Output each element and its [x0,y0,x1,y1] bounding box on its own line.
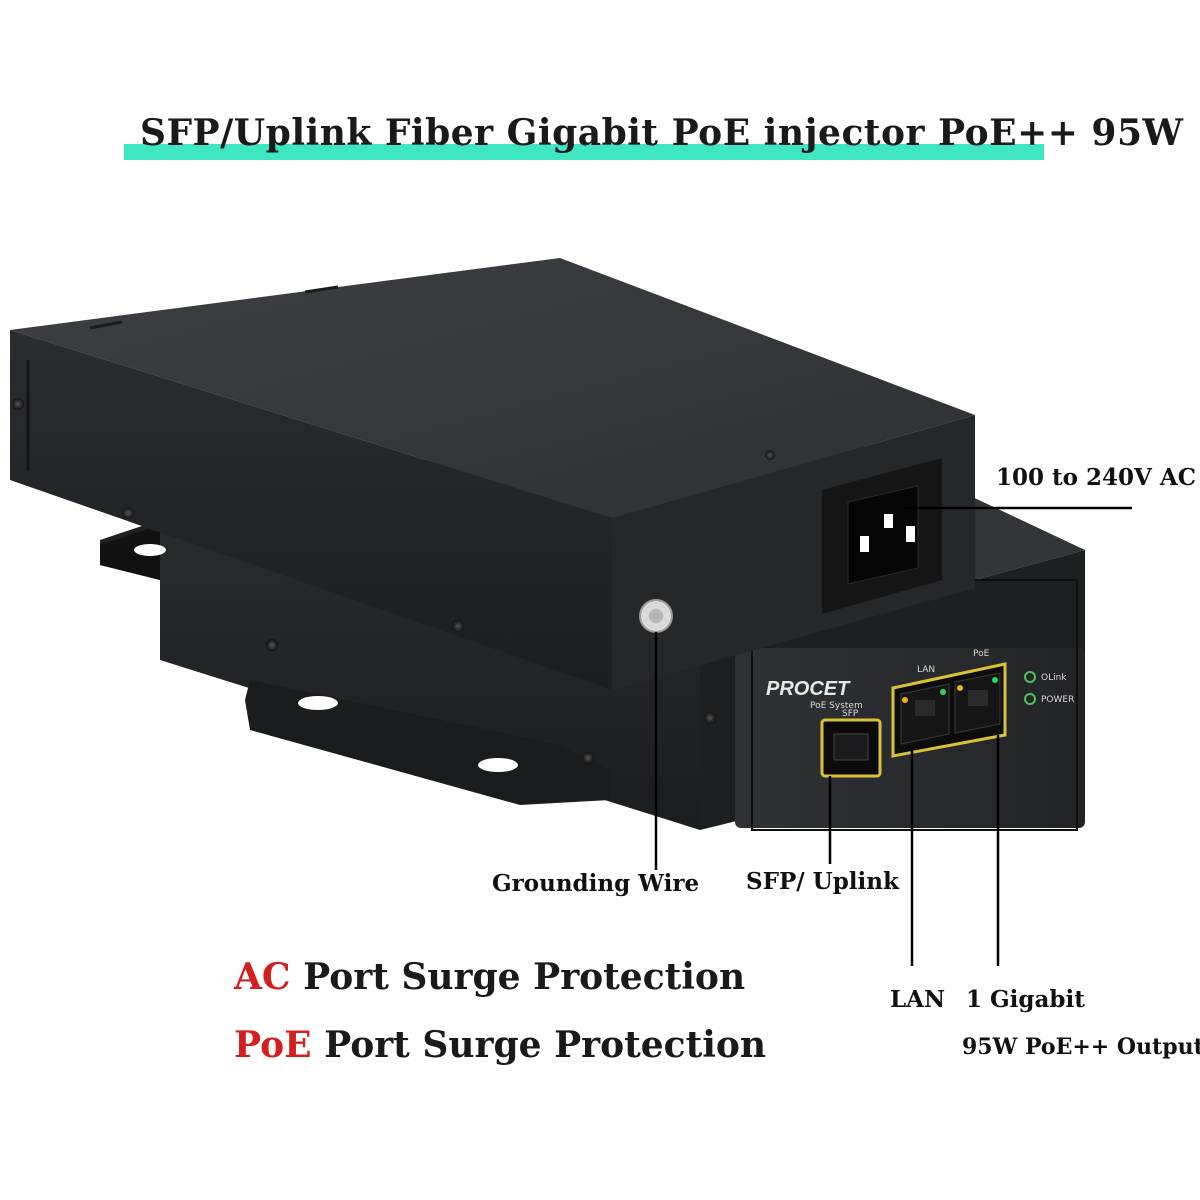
surge-text-ac: Port Surge Protection [290,956,746,998]
screw [582,752,594,764]
ac-surge-protection: AC Port Surge Protection [234,956,745,998]
screw [12,398,24,410]
surge-accent-ac: AC [234,956,291,998]
sfp-port-label: SFP [842,709,859,719]
brand-logo: PROCET [766,678,851,700]
lan-led-green [940,689,946,695]
bracket-slot [478,758,518,772]
poe-output-label: 95W PoE++ Output [962,1034,1200,1060]
surge-text-poe: Port Surge Protection [311,1024,767,1066]
title-highlight-bar [124,144,1044,160]
screw [452,620,464,632]
screw [266,639,278,651]
upper-unit-top [10,258,975,518]
link-led [1024,671,1036,683]
page-title: SFP/Uplink Fiber Gigabit PoE injector Po… [140,112,1184,154]
front-panel-details: PROCET PoE System SFP LAN PoE OLink [766,649,1074,778]
lan-port-label: LAN [917,665,935,675]
lan-led-amber [902,697,908,703]
poe-led-amber [957,685,963,691]
mounting-bracket-front [245,680,610,805]
poe-surge-protection: PoE Port Surge Protection [234,1024,766,1066]
upper-unit-side [10,330,612,690]
gigabit-label: 1 Gigabit [966,986,1085,1013]
power-led-label: POWER [1041,695,1074,705]
ac-input-label: 100 to 240V AC [996,464,1197,491]
callout-lines [654,506,1132,966]
bracket-slot [298,696,338,710]
screw [765,450,775,460]
surge-accent-poe: PoE [234,1024,312,1066]
bracket-slot [134,544,166,556]
screw [122,507,134,519]
brand-subtitle: PoE System [810,701,863,711]
upper-unit [10,258,975,690]
power-led [1024,693,1036,705]
link-led-label: OLink [1041,673,1067,683]
poe-led-green [992,677,998,683]
screw [704,712,716,724]
sfp-uplink-label: SFP/ Uplink [746,868,899,895]
grounding-wire-label: Grounding Wire [492,870,700,897]
ac-inlet-socket[interactable] [847,485,919,585]
poe-port-label: PoE [973,649,990,659]
lan-label: LAN [890,986,946,1013]
